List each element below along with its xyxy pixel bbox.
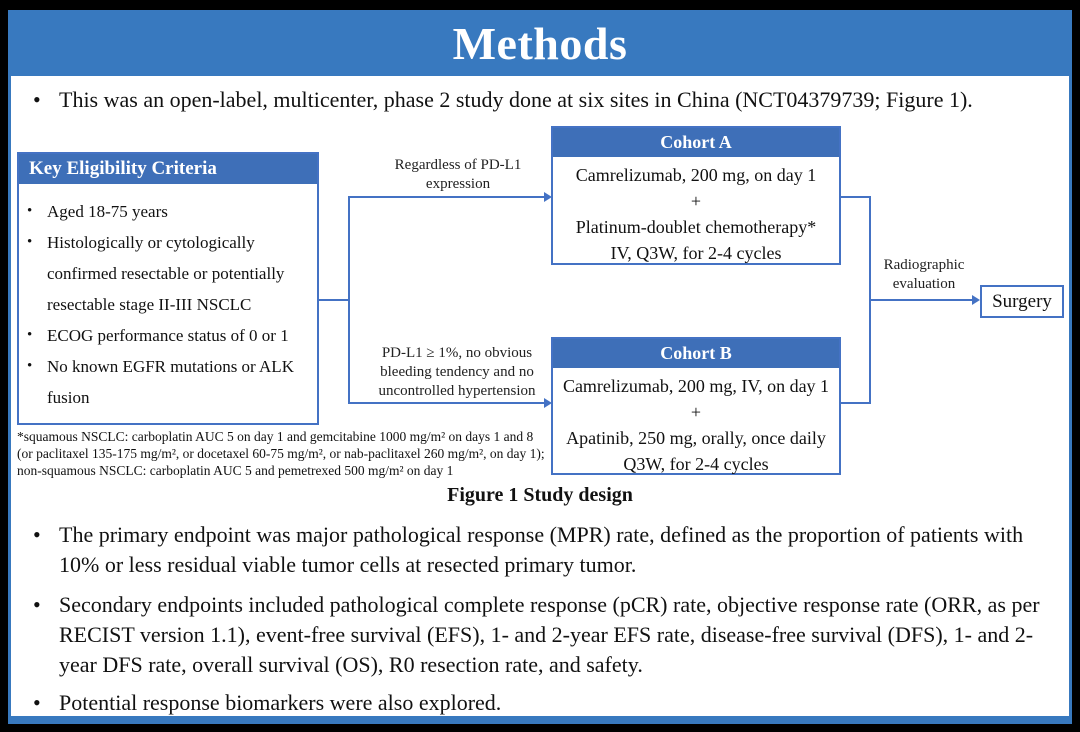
plus-sign: +: [690, 191, 702, 211]
bullet-icon: •: [33, 690, 41, 715]
intro-bullet: • This was an open-label, multicenter, p…: [33, 85, 1049, 115]
connector-line: [841, 196, 871, 198]
list-item: • Histologically or cytologically confir…: [27, 227, 313, 320]
cohort-a-line: Platinum-doublet chemotherapy*: [575, 217, 817, 237]
biomarkers-text: Potential response biomarkers were also …: [59, 690, 502, 715]
eligibility-item-text: ECOG performance status of 0 or 1: [47, 326, 289, 345]
eligibility-item-text: Aged 18-75 years: [47, 202, 168, 221]
intro-bullet-text: This was an open-label, multicenter, pha…: [59, 87, 973, 112]
connector-line: [348, 196, 350, 404]
bullet-icon: •: [27, 234, 33, 250]
cohort-b-body: Camrelizumab, 200 mg, IV, on day 1 + Apa…: [553, 368, 839, 477]
content-area: • This was an open-label, multicenter, p…: [8, 76, 1072, 724]
figure-footnote: *squamous NSCLC: carboplatin AUC 5 on da…: [17, 429, 545, 478]
plus-sign: +: [690, 402, 702, 422]
cohort-a-line: Camrelizumab, 200 mg, on day 1: [575, 165, 817, 185]
list-item: • ECOG performance status of 0 or 1: [27, 320, 313, 351]
title-bar: Methods: [8, 10, 1072, 76]
secondary-endpoints-bullet: • Secondary endpoints included pathologi…: [33, 590, 1055, 680]
arrow-right-icon: [972, 295, 980, 305]
eligibility-item-text: No known EGFR mutations or ALK fusion: [47, 357, 294, 407]
eligibility-item-text: Histologically or cytologically confirme…: [47, 233, 285, 314]
bullet-icon: •: [33, 522, 41, 547]
bullet-icon: •: [27, 203, 33, 219]
bullet-icon: •: [27, 327, 33, 343]
cohort-b-line: Camrelizumab, 200 mg, IV, on day 1: [562, 376, 830, 396]
figure-caption: Figure 1 Study design: [447, 484, 633, 506]
arrow-right-icon: [544, 398, 552, 408]
bullet-icon: •: [33, 592, 41, 617]
cohort-a-header: Cohort A: [553, 128, 839, 157]
cohort-b-line: Apatinib, 250 mg, orally, once daily: [566, 428, 826, 448]
cohort-b-line: Q3W, for 2-4 cycles: [623, 454, 769, 474]
cohort-b-box: Cohort B Camrelizumab, 200 mg, IV, on da…: [551, 337, 841, 475]
connector-line: [348, 196, 544, 198]
branch-label-bottom: PD-L1 ≥ 1%, no obvious bleeding tendency…: [378, 345, 536, 399]
page-title: Methods: [452, 17, 628, 69]
surgery-box: Surgery: [980, 285, 1064, 318]
secondary-endpoints-text: Secondary endpoints included pathologica…: [59, 592, 1040, 677]
bullet-icon: •: [33, 87, 41, 112]
connector-line: [841, 402, 871, 404]
list-item: • Aged 18-75 years: [27, 196, 313, 227]
bullet-icon: •: [27, 358, 33, 374]
arrow-right-icon: [544, 192, 552, 202]
biomarkers-bullet: • Potential response biomarkers were als…: [33, 688, 1049, 718]
connector-line: [348, 402, 544, 404]
connector-line: [869, 299, 972, 301]
branch-label-top: Regardless of PD-L1 expression: [394, 157, 522, 192]
primary-endpoint-bullet: • The primary endpoint was major patholo…: [33, 520, 1049, 580]
eligibility-box: Key Eligibility Criteria • Aged 18-75 ye…: [17, 152, 319, 425]
connector-line: [319, 299, 350, 301]
primary-endpoint-text: The primary endpoint was major pathologi…: [59, 522, 1024, 577]
cohort-a-body: Camrelizumab, 200 mg, on day 1 + Platinu…: [553, 157, 839, 266]
cohort-b-header: Cohort B: [553, 339, 839, 368]
evaluation-label: Radiographic evaluation: [883, 257, 965, 292]
cohort-a-box: Cohort A Camrelizumab, 200 mg, on day 1 …: [551, 126, 841, 265]
list-item: • No known EGFR mutations or ALK fusion: [27, 351, 313, 413]
cohort-a-line: IV, Q3W, for 2-4 cycles: [610, 243, 782, 263]
eligibility-list: • Aged 18-75 years • Histologically or c…: [19, 184, 317, 413]
eligibility-header: Key Eligibility Criteria: [19, 154, 317, 184]
